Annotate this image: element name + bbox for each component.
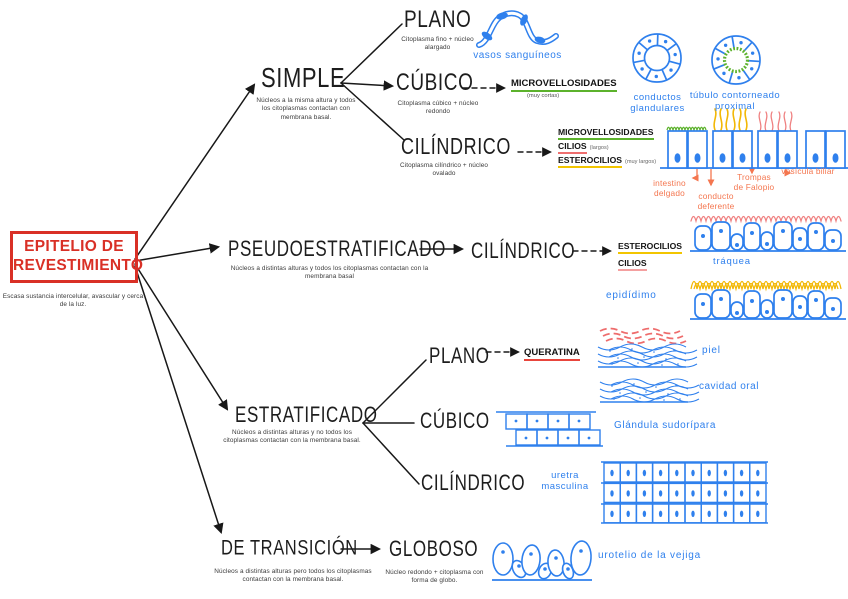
proximal-tubule-ring-drawing xyxy=(711,35,761,85)
node-estratificado-note: Núcleos a distintas alturas y no todos l… xyxy=(223,429,361,445)
example-uretra-masculina: uretra masculina xyxy=(534,470,596,492)
feature-microvellosidades-2: MICROVELLOSIDADES xyxy=(558,127,654,140)
feature-esterocilios-2-text: ESTEROCILIOS xyxy=(618,241,682,254)
feature-queratina: QUERATINA xyxy=(524,347,580,361)
node-estrat-cubico: CÚBICO xyxy=(420,408,490,434)
node-simple: SIMPLE xyxy=(261,61,346,94)
sweat-gland-cuboidal-drawing xyxy=(496,411,603,447)
bladder-urothelium-drawing xyxy=(492,540,592,581)
feature-microvellosidades-note: (muy cortas) xyxy=(527,93,560,99)
feature-cilios: CILIOS(largos) xyxy=(558,141,609,154)
root-title-line2: REVESTIMIENTO xyxy=(13,256,144,274)
feature-cilios-2-text: CILIOS xyxy=(618,258,647,271)
feature-esterocilios-text: ESTEROCILIOS xyxy=(558,155,622,168)
feature-esterocilios: ESTEROCILIOS(muy largos) xyxy=(558,155,657,168)
example-intestino-delgado: intestino delgado xyxy=(653,178,686,199)
node-pseudo-cilindrico: CILÍNDRICO xyxy=(471,238,576,264)
example-traquea: tráquea xyxy=(713,256,751,267)
example-trompas-falopio: Trompas de Falopio xyxy=(733,172,775,193)
oral-cavity-stratified-drawing xyxy=(599,378,700,403)
skin-stratified-drawing xyxy=(597,327,698,368)
node-simple-note: Núcleos a la misma altura y todos los ci… xyxy=(256,97,356,121)
feature-queratina-text: QUERATINA xyxy=(524,347,580,361)
feature-cilios-text: CILIOS xyxy=(558,141,587,154)
example-piel: piel xyxy=(702,345,721,356)
node-globoso-note: Núcleo redondo + citoplasma con forma de… xyxy=(385,569,484,585)
node-simple-plano-note: Citoplasma fino + núcleo alargado xyxy=(401,36,474,52)
root-note: Escasa sustancia intercelular, avascular… xyxy=(2,293,144,309)
node-simple-cilindrico-note: Citoplasma cilíndrico + núcleo ovalado xyxy=(399,162,489,178)
feature-cilios-note: (largos) xyxy=(589,145,609,151)
example-cavidad-oral: cavidad oral xyxy=(699,381,759,392)
feature-microvellosidades-2-text: MICROVELLOSIDADES xyxy=(558,127,654,140)
simple-columnar-cells-drawing xyxy=(660,108,848,169)
feature-cilios-2: CILIOS xyxy=(618,258,647,271)
node-pseudoestratificado-note: Núcleos a distintas alturas y todos los … xyxy=(230,265,429,281)
node-estratificado: ESTRATIFICADO xyxy=(235,402,378,428)
root-node-epitelio: EPITELIO DE REVESTIMIENTO xyxy=(10,231,144,283)
node-de-transicion-note: Núcleos a distintas alturas pero todos l… xyxy=(214,568,372,584)
node-simple-cilindrico: CILÍNDRICO xyxy=(401,133,512,160)
example-uretra-line2: masculina xyxy=(541,481,589,492)
example-urotelio-vejiga: urotelio de la vejiga xyxy=(598,550,701,561)
node-estrat-cilindrico: CILÍNDRICO xyxy=(421,470,526,496)
example-uretra-line1: uretra xyxy=(551,470,579,481)
root-title-line1: EPITELIO DE xyxy=(24,238,124,255)
feature-esterocilios-2: ESTEROCILIOS xyxy=(618,241,682,254)
example-vesicula-biliar: vesícula biliar xyxy=(781,166,835,176)
epididymis-epithelium-drawing xyxy=(690,280,846,320)
feature-esterocilios-note: (muy largos) xyxy=(624,159,657,165)
glandular-duct-ring-drawing xyxy=(632,33,682,83)
male-urethra-columnar-drawing xyxy=(601,461,768,524)
node-simple-cubico: CÚBICO xyxy=(396,69,474,97)
node-estrat-plano: PLANO xyxy=(429,343,490,369)
connector-lines xyxy=(134,23,612,555)
trachea-epithelium-drawing xyxy=(690,215,846,252)
example-tubulo-contorneado: túbulo contorneado proximal xyxy=(689,90,781,112)
example-vasos-sanguineos: vasos sanguíneos xyxy=(473,50,562,61)
node-simple-plano: PLANO xyxy=(404,6,472,34)
example-glandula-sudoripara: Glándula sudorípara xyxy=(614,420,717,431)
feature-microvellosidades: MICROVELLOSIDADES xyxy=(511,78,617,92)
node-globoso: GLOBOSO xyxy=(389,536,479,562)
example-epididimo: epidídimo xyxy=(606,290,657,301)
node-pseudoestratificado: PSEUDOESTRATIFICADO xyxy=(228,236,446,262)
node-de-transicion: DE TRANSICIÓN xyxy=(221,536,358,560)
example-conductos-glandulares: conductos glandulares xyxy=(630,92,685,114)
blood-vessel-drawing xyxy=(476,10,559,48)
example-conducto-deferente: conducto deferente xyxy=(697,191,735,212)
feature-microvellosidades-text: MICROVELLOSIDADES xyxy=(511,78,617,92)
node-simple-cubico-note: Citoplasma cúbico + núcleo redondo xyxy=(397,100,479,116)
